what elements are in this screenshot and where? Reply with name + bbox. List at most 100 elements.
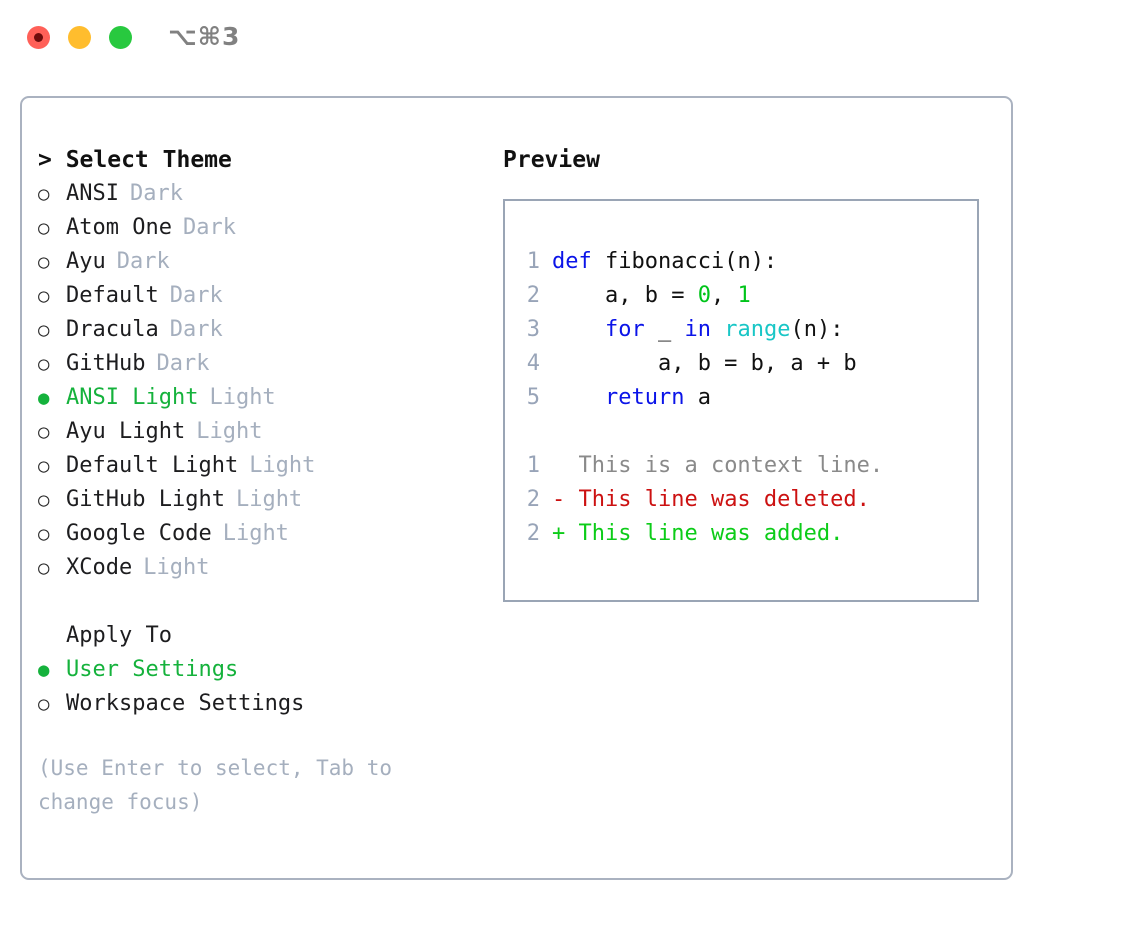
apply-to-heading: Apply To bbox=[66, 623, 172, 648]
diff-marker: + bbox=[552, 521, 566, 546]
code-token-plain: a, b = b, a + b bbox=[552, 351, 857, 376]
theme-option-11[interactable]: ○ XCode Light bbox=[38, 551, 498, 585]
theme-option-1[interactable]: ○ Atom One Dark bbox=[38, 211, 498, 245]
radio-unselected-icon: ○ bbox=[38, 217, 50, 239]
theme-option-variant-tag: Dark bbox=[116, 249, 170, 274]
maximize-button[interactable] bbox=[109, 26, 132, 49]
theme-option-7[interactable]: ○ Ayu Light Light bbox=[38, 415, 498, 449]
theme-option-0[interactable]: ○ ANSI Dark bbox=[38, 177, 498, 211]
radio-unselected-icon: ○ bbox=[38, 421, 50, 443]
code-token-plain: a bbox=[684, 385, 711, 410]
code-line-content: a, b = 0, 1 bbox=[552, 279, 751, 313]
apply-to-option-0[interactable]: ● User Settings bbox=[38, 653, 498, 687]
theme-option-label: Ayu Light bbox=[66, 419, 186, 444]
radio-selected-icon: ● bbox=[38, 387, 50, 409]
apply-to-list: ● User Settings ○Workspace Settings bbox=[38, 653, 498, 721]
apply-to-option-1[interactable]: ○Workspace Settings bbox=[38, 687, 498, 721]
code-token-num: 1 bbox=[737, 283, 751, 308]
theme-option-variant-tag: Dark bbox=[169, 283, 223, 308]
code-line-number: 3 bbox=[526, 317, 540, 342]
theme-option-variant-tag: Dark bbox=[169, 317, 223, 342]
code-token-plain bbox=[552, 317, 605, 342]
code-line: 5 return a bbox=[516, 381, 971, 415]
code-token-kw: def bbox=[552, 249, 592, 274]
theme-option-variant-tag: Light bbox=[209, 385, 276, 410]
diff-line-content: + This line was added. bbox=[552, 517, 843, 551]
radio-unselected-icon: ○ bbox=[38, 285, 50, 307]
theme-option-variant-tag: Light bbox=[235, 487, 303, 512]
theme-option-variant-tag: Light bbox=[196, 419, 263, 444]
keyboard-hint: (Use Enter to select, Tab to change focu… bbox=[38, 756, 393, 814]
select-theme-heading: > Select Theme bbox=[38, 147, 232, 173]
diff-text: This line was added. bbox=[565, 521, 844, 546]
code-token-kw: for bbox=[604, 317, 645, 342]
radio-unselected-icon: ○ bbox=[38, 489, 50, 511]
radio-unselected-icon: ○ bbox=[38, 557, 50, 579]
code-line-content: for _ in range(n): bbox=[552, 313, 843, 347]
diff-text: This is a context line. bbox=[565, 453, 884, 478]
code-line: 2 a, b = 0, 1 bbox=[516, 279, 971, 313]
theme-option-variant-tag: Dark bbox=[129, 181, 183, 206]
diff-line-number: 2 bbox=[526, 487, 540, 512]
theme-option-label: Atom One bbox=[66, 215, 172, 240]
preview-heading: Preview bbox=[503, 147, 600, 173]
code-token-plain: (n): bbox=[790, 317, 844, 342]
code-token-kw: in bbox=[684, 317, 711, 342]
theme-option-label: Dracula bbox=[66, 317, 159, 342]
theme-option-variant-tag: Light bbox=[222, 521, 289, 546]
title-bar: ⌥⌘3 bbox=[0, 0, 1140, 78]
theme-option-label: ANSI bbox=[66, 181, 119, 206]
diff-marker bbox=[552, 453, 565, 478]
code-line-number: 1 bbox=[526, 249, 540, 274]
diff-line: 2 - This line was deleted. bbox=[516, 483, 971, 517]
code-token-plain bbox=[711, 317, 724, 342]
code-line-number: 5 bbox=[526, 385, 540, 410]
radio-unselected-icon: ○ bbox=[38, 183, 50, 205]
code-line: 4 a, b = b, a + b bbox=[516, 347, 971, 381]
code-token-plain: a, b = bbox=[552, 283, 698, 308]
window-title: ⌥⌘3 bbox=[168, 22, 241, 51]
minimize-button[interactable] bbox=[68, 26, 91, 49]
diff-line-content: - This line was deleted. bbox=[552, 483, 870, 517]
theme-option-6[interactable]: ● ANSI Light Light bbox=[38, 381, 498, 415]
radio-unselected-icon: ○ bbox=[38, 353, 50, 375]
theme-option-label: Default bbox=[66, 283, 159, 308]
theme-option-variant-tag: Light bbox=[143, 555, 210, 580]
code-line-number: 4 bbox=[526, 351, 540, 376]
radio-selected-icon: ● bbox=[38, 659, 50, 681]
theme-option-label: XCode bbox=[66, 555, 133, 580]
diff-line-content: This is a context line. bbox=[552, 449, 883, 483]
code-line: 3 for _ in range(n): bbox=[516, 313, 971, 347]
theme-option-variant-tag: Dark bbox=[182, 215, 236, 240]
apply-to-option-label: Workspace Settings bbox=[66, 691, 305, 716]
diff-line-number: 2 bbox=[526, 521, 540, 546]
code-token-plain: , bbox=[710, 283, 738, 308]
apply-to-option-label: User Settings bbox=[66, 657, 239, 682]
diff-marker: - bbox=[552, 487, 566, 512]
code-line-content: return a bbox=[552, 381, 711, 415]
diff-line: 2 + This line was added. bbox=[516, 517, 971, 551]
code-token-fn: range bbox=[724, 317, 791, 342]
theme-option-label: ANSI Light bbox=[66, 385, 199, 410]
diff-line: 1 This is a context line. bbox=[516, 449, 971, 483]
theme-option-3[interactable]: ○ Default Dark bbox=[38, 279, 498, 313]
code-token-plain bbox=[552, 385, 605, 410]
traffic-lights bbox=[27, 26, 132, 49]
close-button[interactable] bbox=[27, 26, 50, 49]
theme-option-label: Google Code bbox=[66, 521, 212, 546]
